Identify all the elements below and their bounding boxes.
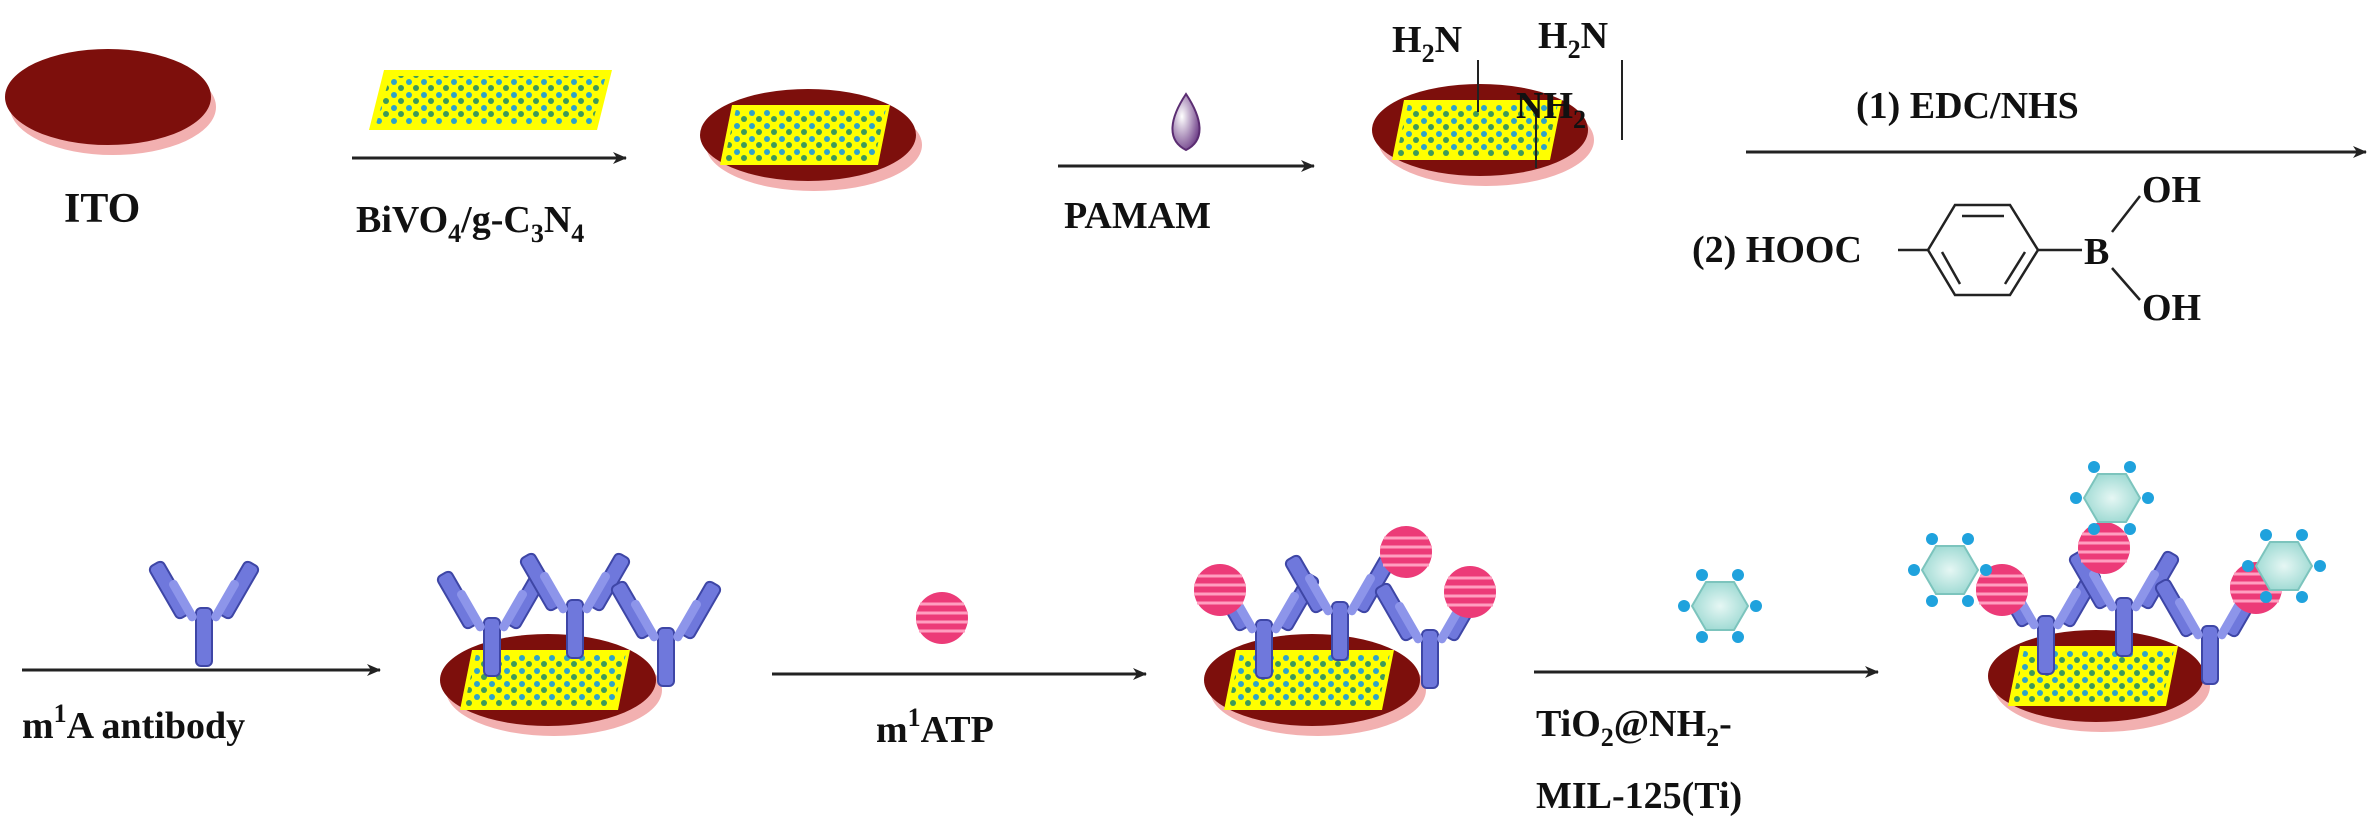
antibody-electrode — [440, 634, 662, 736]
step1-label: BiVO4/g-C3N4 — [356, 199, 584, 248]
antibody-icon — [147, 559, 261, 667]
amine-groups — [1477, 60, 1623, 168]
amine-label-1: H2N — [1392, 19, 1462, 68]
mof-icon — [1677, 568, 1763, 644]
step3-label-2: (2) HOOC — [1692, 229, 1862, 271]
modified-electrode-1 — [700, 89, 922, 191]
atp-bound-3 — [1442, 564, 1498, 620]
amine-label-2: H2N — [1538, 15, 1608, 64]
step4-label: m1A antibody — [22, 699, 245, 747]
pamam-drop-icon — [1171, 92, 1201, 152]
atp-icon — [914, 590, 970, 646]
atp-bound-2 — [1378, 524, 1434, 580]
step5-label: m1ATP — [876, 703, 994, 751]
atp-electrode — [1204, 634, 1426, 736]
step6-label-1: TiO2@NH2- — [1536, 703, 1732, 752]
atp-bound-1 — [1192, 562, 1248, 618]
step6-label-2: MIL-125(Ti) — [1536, 775, 1742, 817]
step2-label: PAMAM — [1064, 195, 1211, 237]
ito-label: ITO — [64, 186, 140, 232]
boron-label: B — [2084, 231, 2109, 273]
amine-label-3: NH2 — [1516, 85, 1586, 134]
step3-label-1: (1) EDC/NHS — [1856, 85, 2079, 127]
oh-label-top: OH — [2142, 169, 2201, 211]
oh-label-bottom: OH — [2142, 287, 2201, 329]
atp-bound-5 — [2076, 520, 2132, 576]
bivo4-gc3n4-sheet — [369, 70, 612, 130]
ito-electrode — [5, 49, 216, 155]
benzene-ring — [1898, 195, 2141, 301]
final-electrode — [1988, 630, 2210, 732]
